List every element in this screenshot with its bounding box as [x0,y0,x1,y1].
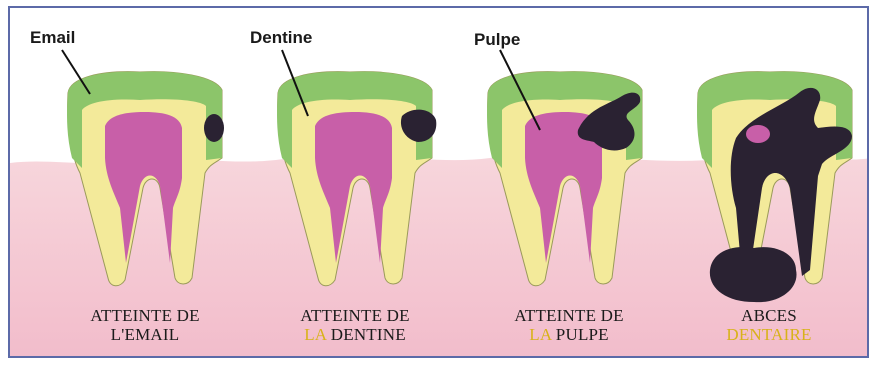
abscess [710,247,797,302]
caption-line2: L'EMAIL [50,325,240,344]
caption-line2-text: L'EMAIL [111,325,180,344]
caption-line1: ATTEINTE DE [474,306,664,325]
caption-highlight: DENTAIRE [726,325,811,344]
diagram-frame: Email Dentine Pulpe ATTEINTE DE L'EMAIL … [8,6,869,358]
pulp-remnant [746,125,770,143]
caption-stage-email: ATTEINTE DE L'EMAIL [50,306,240,344]
caption-line1: ATTEINTE DE [50,306,240,325]
caption-stage-abces: ABCES DENTAIRE [674,306,864,344]
caries [204,114,224,142]
caption-highlight: LA [529,325,551,344]
label-pulpe: Pulpe [474,30,520,50]
caption-line1: ABCES [674,306,864,325]
caption-line2: LA PULPE [474,325,664,344]
label-dentine: Dentine [250,28,312,48]
caption-stage-dentine: ATTEINTE DE LA DENTINE [260,306,450,344]
caption-line2-text: PULPE [551,325,608,344]
label-email: Email [30,28,75,48]
caption-line2: LA DENTINE [260,325,450,344]
caption-line2-text: DENTINE [326,325,406,344]
caption-line2: DENTAIRE [674,325,864,344]
caption-highlight: LA [304,325,326,344]
caption-stage-pulpe: ATTEINTE DE LA PULPE [474,306,664,344]
caption-line1: ATTEINTE DE [260,306,450,325]
